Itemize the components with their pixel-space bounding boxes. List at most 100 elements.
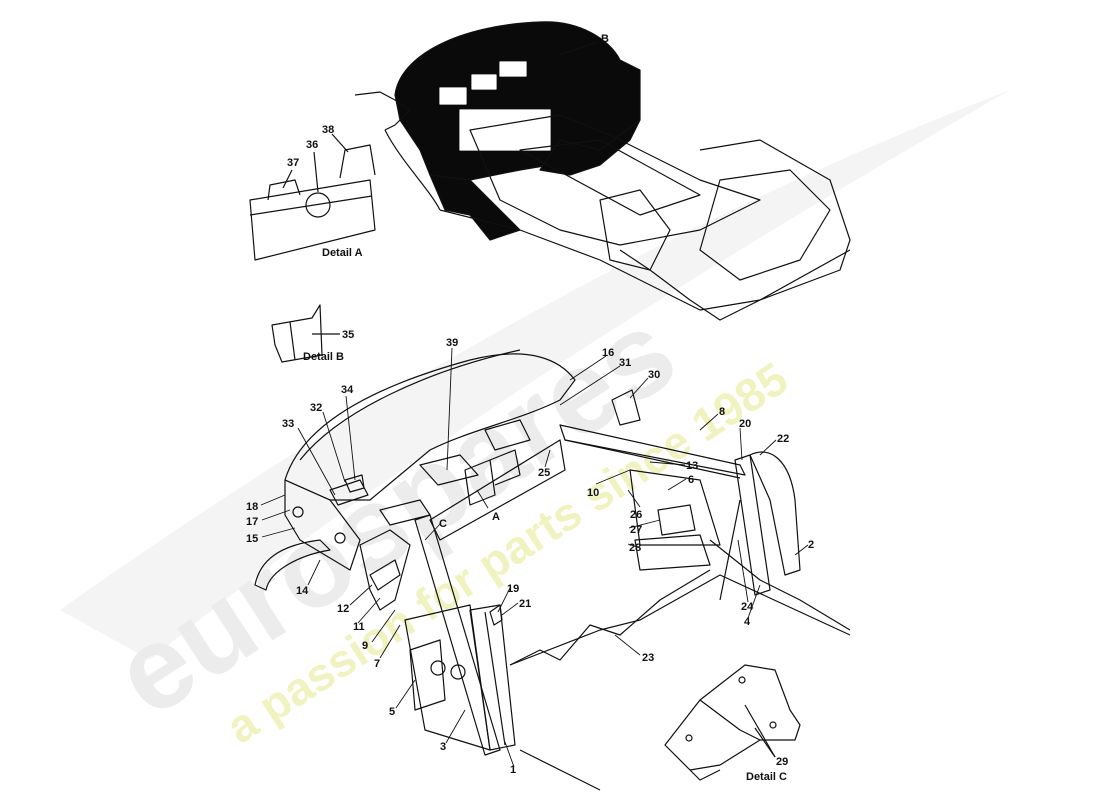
bulkhead-opening-3: [499, 61, 527, 77]
callout-4: 4: [744, 616, 751, 628]
callout-28: 28: [629, 542, 641, 554]
gusset-11: [369, 559, 401, 591]
callout-29: 29: [776, 756, 788, 768]
parcel-shelf-top-curve: [299, 349, 521, 461]
lower-panel-3: [404, 604, 491, 751]
leader-lines: [260, 347, 809, 768]
floor-panel-23: [509, 574, 851, 666]
callout-16: 16: [602, 347, 614, 359]
leader-29-b: [754, 727, 776, 758]
callout-numbers: 39 16 31 30 34 32 33 8 20 22 25 13 10 6 …: [246, 337, 814, 776]
callout-19: 19: [507, 583, 519, 595]
bulkhead-opening-1: [439, 87, 467, 105]
callout-25: 25: [538, 467, 550, 479]
detail-c-hole-3: [738, 676, 746, 684]
callout-23: 23: [642, 652, 654, 664]
box-section-34: [344, 474, 365, 493]
lower-panel-hole-1: [430, 660, 446, 676]
callout-21: 21: [519, 598, 531, 610]
callout-26: 26: [630, 509, 642, 521]
callout-14: 14: [296, 585, 309, 597]
view-marker-b: B: [601, 33, 609, 45]
callout-30: 30: [648, 369, 660, 381]
inner-panel-6: [629, 469, 721, 546]
callout-15: 15: [246, 533, 258, 545]
upper-rail-top: [564, 439, 741, 479]
opening-right: [484, 419, 531, 451]
callout-2: 2: [808, 539, 814, 551]
rear-left-quarter: [354, 91, 411, 131]
callout-33: 33: [282, 418, 294, 430]
detail-c-bracket: [664, 664, 801, 771]
box-27: [657, 504, 696, 536]
front-rail: [699, 249, 851, 311]
callout-37: 37: [287, 157, 299, 169]
callout-27: 27: [630, 524, 642, 536]
detail-b-label: Detail B: [303, 351, 344, 363]
detail-a-bracket-37: [267, 179, 301, 201]
upper-body-shell: [354, 21, 851, 321]
callout-13: 13: [686, 460, 698, 472]
c-post: [414, 514, 501, 756]
detail-a-hole-36: [305, 192, 331, 218]
upper-rail-8: [559, 424, 746, 476]
watermark: eurospares a passion for parts since 198…: [60, 90, 1010, 753]
detail-a-panel: [249, 179, 376, 261]
detail-a-label: Detail A: [322, 247, 363, 259]
detail-c-label: Detail C: [746, 771, 787, 783]
lower-panel-hole-2: [450, 664, 466, 680]
detail-c-hole-2: [769, 721, 777, 729]
bracket-30: [611, 389, 641, 426]
rear-end-panel: [284, 479, 361, 571]
box-28: [634, 534, 711, 571]
view-marker-c: C: [439, 518, 447, 530]
floor-edge-step: [509, 569, 711, 666]
callout-34: 34: [341, 384, 354, 396]
marker-b-leader: [559, 41, 598, 56]
bracket-19: [489, 604, 503, 626]
sill-left: [439, 209, 701, 311]
opening-39: [419, 454, 479, 486]
callout-18: 18: [246, 501, 258, 513]
callout-6: 6: [688, 474, 694, 486]
bracket-a-upper: [489, 449, 521, 486]
callout-5: 5: [389, 706, 395, 718]
leader-36: [313, 151, 319, 193]
callout-1: 1: [510, 764, 516, 776]
panel-25: [429, 439, 566, 541]
callout-9: 9: [362, 640, 368, 652]
detail-b-part: [271, 304, 340, 363]
strut-24: [719, 499, 741, 601]
callout-17: 17: [246, 516, 258, 528]
transmission-tunnel: [519, 139, 701, 216]
detail-c-part: [664, 664, 801, 781]
callout-20: 20: [739, 418, 751, 430]
callout-35: 35: [342, 329, 354, 341]
front-crossmember: [699, 169, 831, 281]
leader-38: [331, 133, 349, 153]
suspension-tower: [599, 189, 671, 271]
lower-rear-structure: [254, 349, 851, 791]
callout-8: 8: [719, 406, 725, 418]
callout-10: 10: [587, 487, 599, 499]
parcel-shelf: [284, 353, 576, 501]
callout-36: 36: [306, 139, 318, 151]
post-20: [734, 454, 771, 596]
wheel-arch: [254, 539, 331, 591]
rear-panel-edge: [384, 129, 441, 211]
rear-sill: [709, 539, 851, 631]
view-marker-a: A: [492, 511, 500, 523]
detail-a-part: [249, 133, 376, 261]
bulkhead-opening-4: [459, 109, 551, 151]
callout-32: 32: [310, 402, 322, 414]
side-wall-dark-left: [429, 174, 521, 241]
detail-b-fold: [289, 321, 296, 361]
callout-22: 22: [777, 433, 789, 445]
side-wall-dark-right: [539, 119, 641, 176]
gusset-cluster: [359, 529, 411, 611]
leader-29-a: [744, 704, 776, 758]
callout-7: 7: [374, 658, 380, 670]
detail-c-hole-1: [685, 734, 693, 742]
